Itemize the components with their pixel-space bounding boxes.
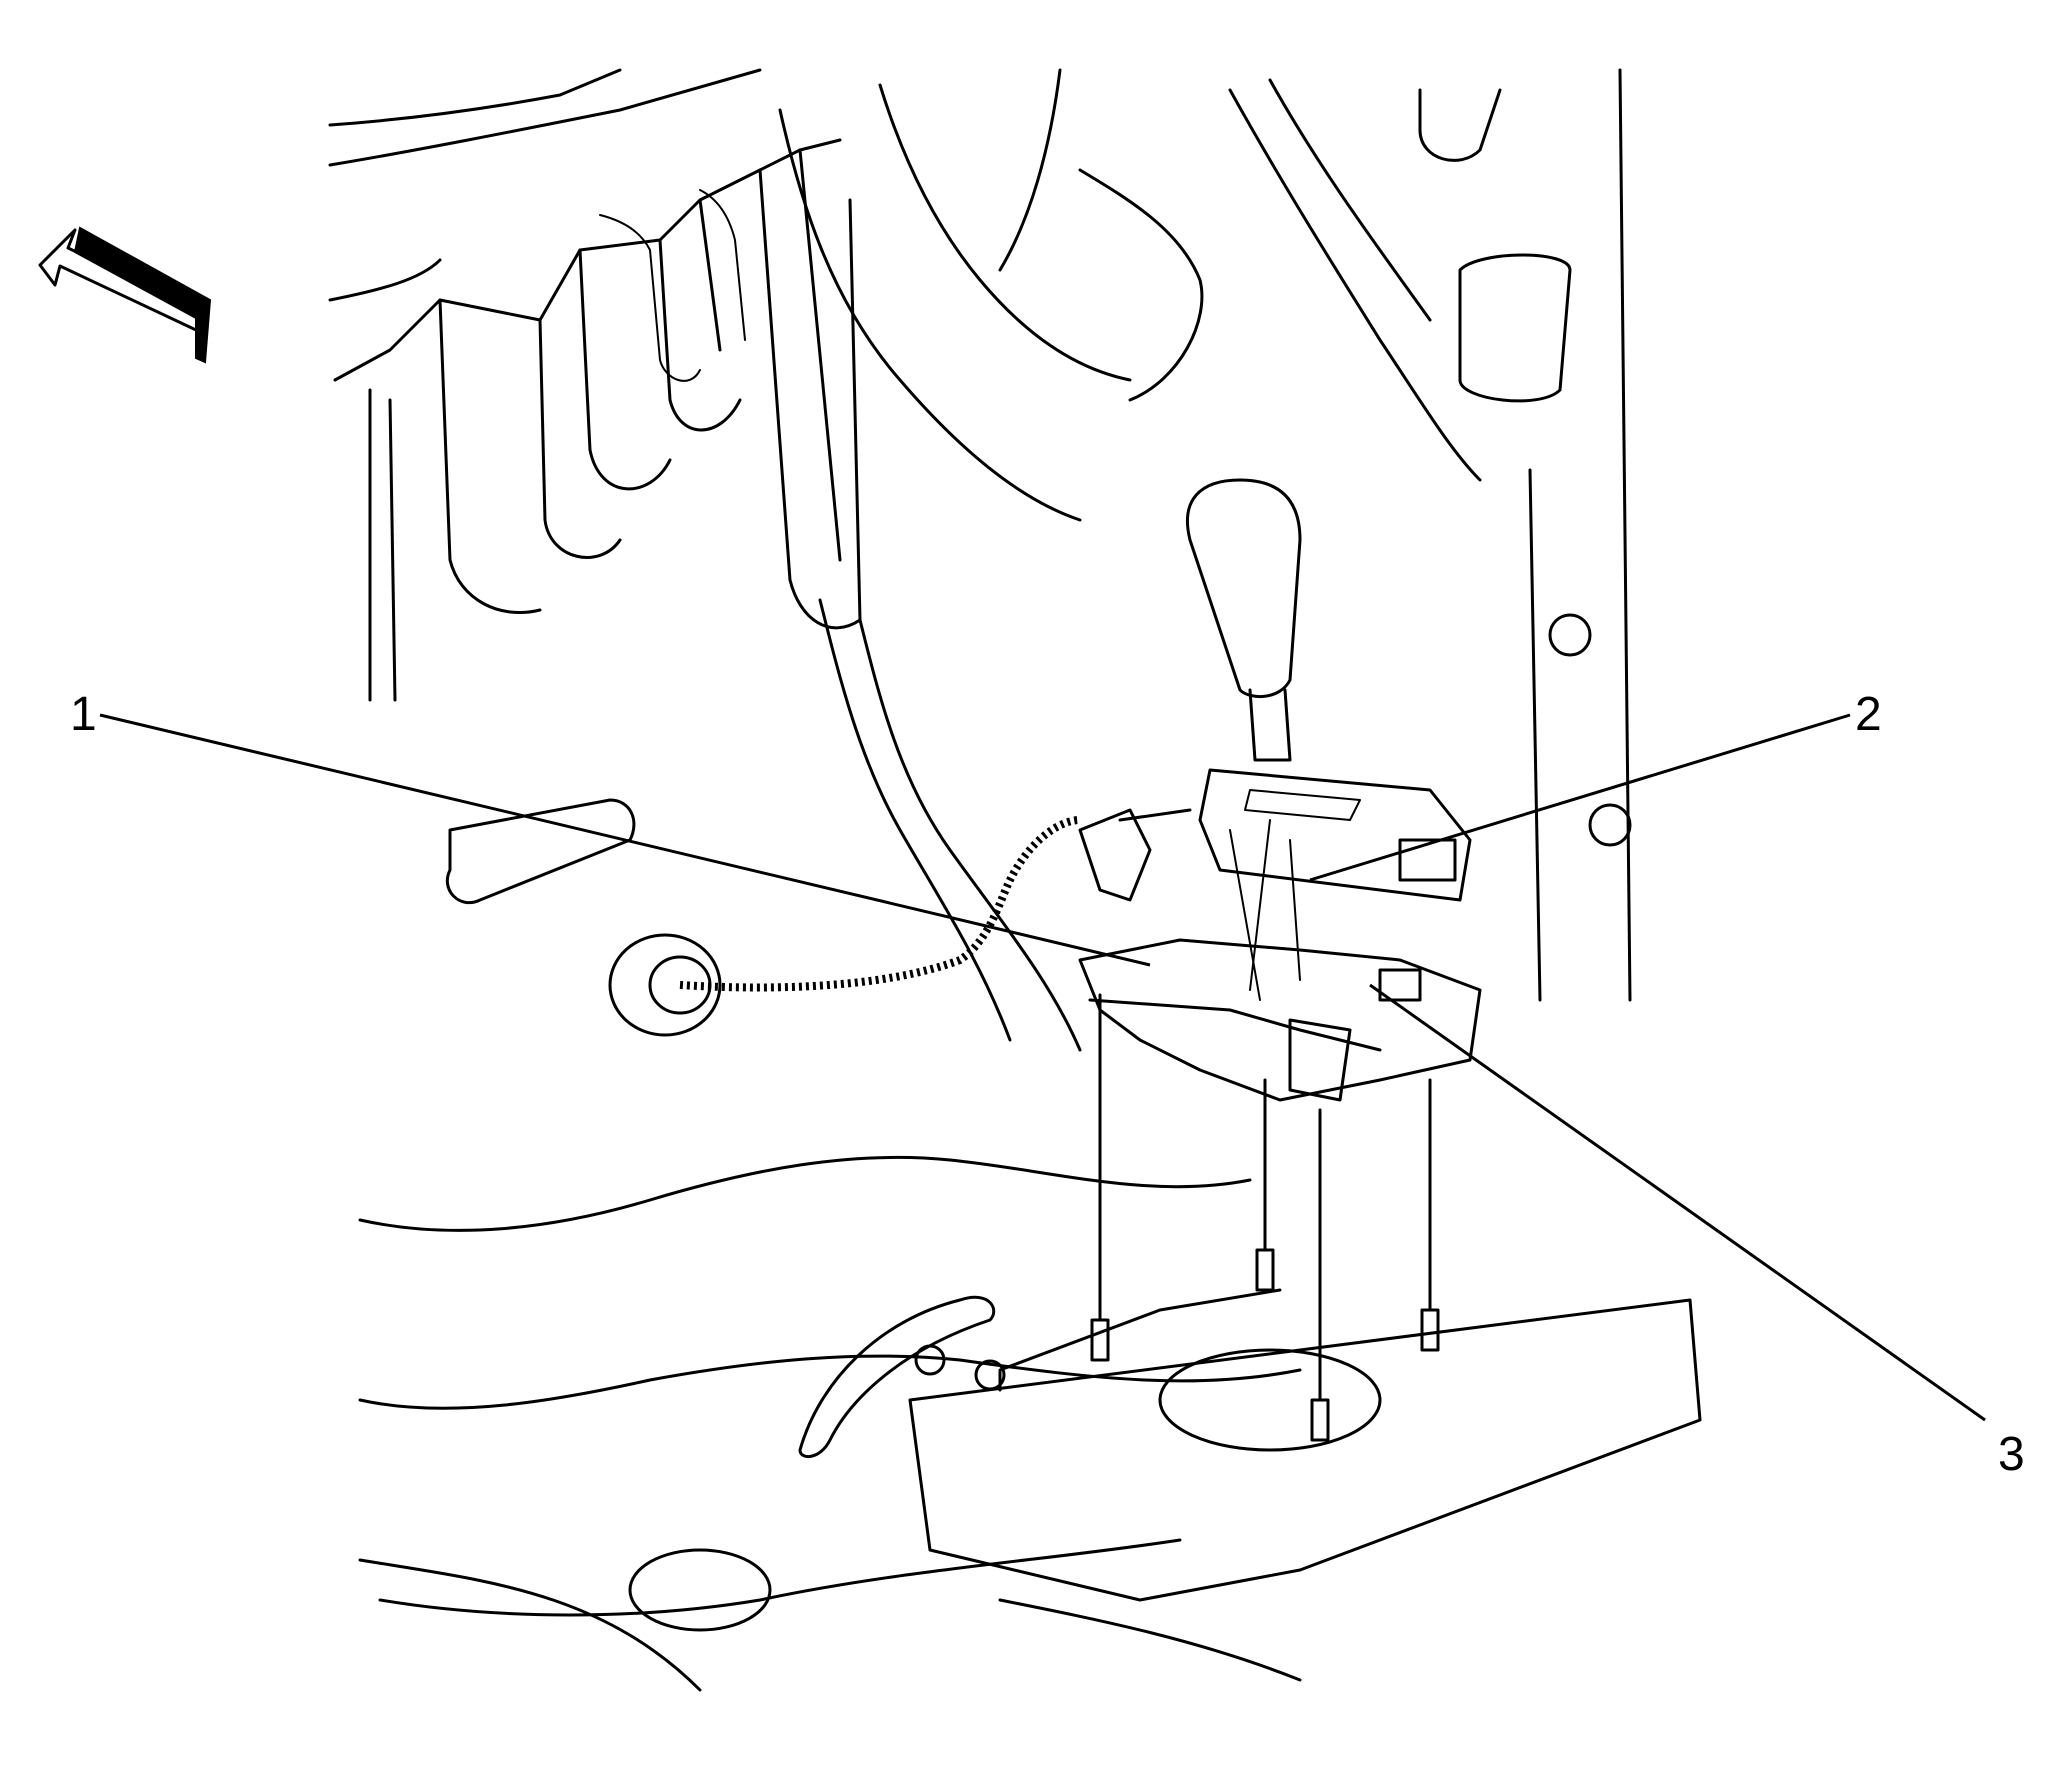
callout-1-label: 1	[70, 688, 97, 741]
callout-1-leader	[99, 713, 1151, 967]
callout-3-leader	[1369, 983, 1986, 1422]
vehicle-floor-panel-line-art	[328, 68, 1702, 1692]
callout-2-label: 2	[1855, 688, 1882, 741]
forward-direction-arrow-icon	[38, 226, 212, 364]
callout-3-label: 3	[1998, 1428, 2025, 1481]
shifter-assembly-line-art	[1078, 478, 1482, 1442]
callout-2-leader	[1309, 713, 1851, 882]
